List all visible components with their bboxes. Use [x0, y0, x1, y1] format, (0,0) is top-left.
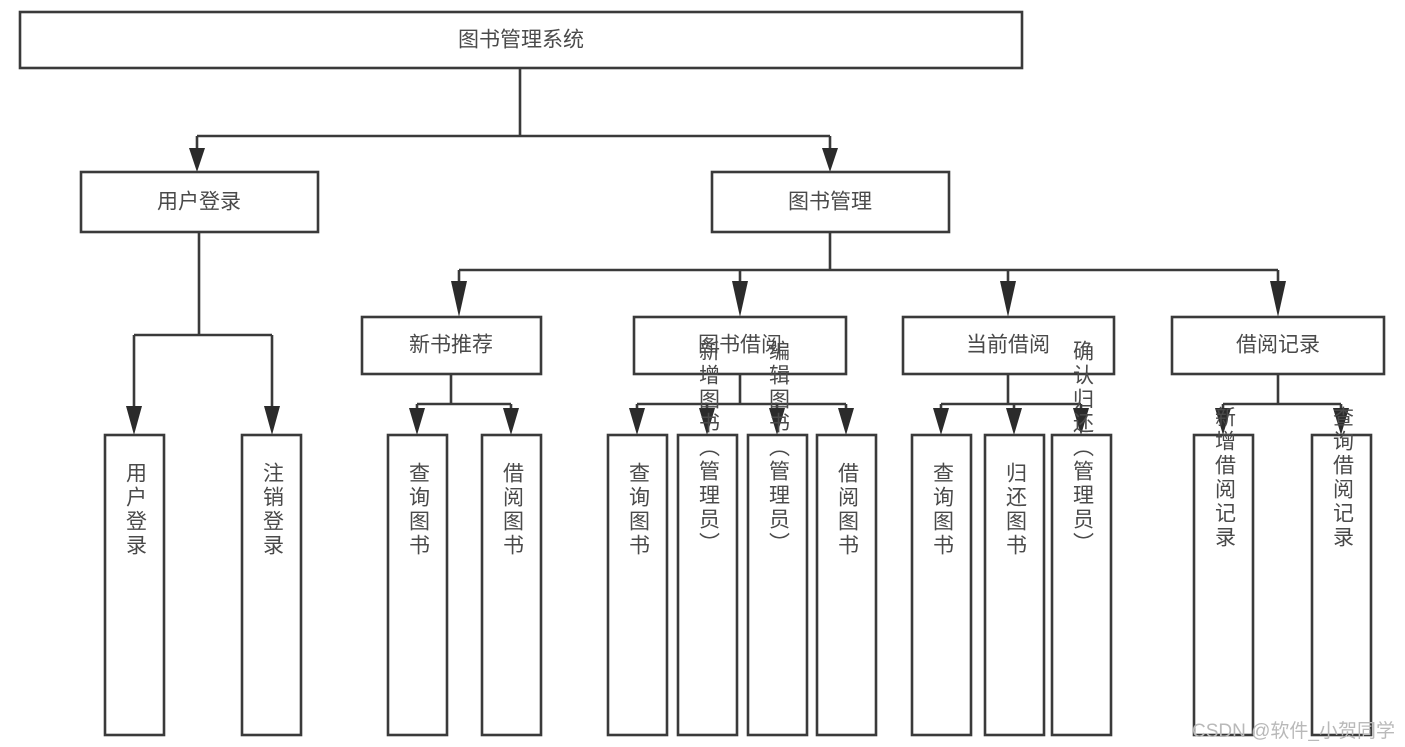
node-leaf-borrow-book-2-label: 借阅图书 [836, 462, 860, 558]
node-borrow-record[interactable]: 借阅记录 [1170, 315, 1386, 376]
node-leaf-query-record-box[interactable] [1310, 433, 1373, 737]
csdn-watermark: CSDN @软件_小贺同学 [1192, 721, 1395, 742]
node-book-borrow-label: 图书借阅 [698, 334, 782, 357]
node-book-management[interactable]: 图书管理 [710, 170, 951, 234]
node-leaf-confirm-return[interactable]: 确认归还（管理员） [1050, 340, 1113, 737]
node-leaf-query-book-3-label: 查询图书 [931, 462, 955, 558]
node-leaf-user-logout-label: 注销登录 [261, 462, 285, 558]
node-leaf-query-book-2-box[interactable] [606, 433, 669, 737]
node-leaf-query-book-1[interactable]: 查询图书 [386, 433, 449, 737]
node-new-book-recommend[interactable]: 新书推荐 [360, 315, 543, 376]
node-leaf-add-book[interactable]: 新增图书（管理员） [676, 340, 739, 737]
node-current-borrow-box[interactable] [901, 315, 1116, 376]
node-new-book-recommend-label: 新书推荐 [409, 334, 493, 357]
arrow-head-leaf-query-record [1333, 408, 1349, 435]
arrow-head-current-borrow [1000, 281, 1016, 317]
arrow-head-book-management [822, 148, 838, 172]
node-borrow-record-label: 借阅记录 [1236, 334, 1320, 357]
connector-layer [126, 68, 1349, 435]
node-leaf-borrow-book-2-box[interactable] [815, 433, 878, 737]
node-leaf-query-book-2-label: 查询图书 [627, 462, 651, 558]
node-leaf-user-login-box[interactable] [103, 433, 166, 737]
node-user-login-box[interactable] [79, 170, 320, 234]
arrow-head-leaf-borrow-book-2 [838, 408, 854, 435]
node-root[interactable]: 图书管理系统 [18, 10, 1024, 70]
node-leaf-query-book-1-label: 查询图书 [407, 462, 431, 558]
node-leaf-query-book-1-box[interactable] [386, 433, 449, 737]
node-book-borrow-box[interactable] [632, 315, 848, 376]
node-leaf-query-record[interactable]: 查询借阅记录 [1310, 406, 1373, 737]
node-leaf-edit-book-label: 编辑图书（管理员） [767, 340, 791, 556]
node-leaf-borrow-book-1-box[interactable] [480, 433, 543, 737]
node-root-box[interactable] [18, 10, 1024, 70]
node-leaf-edit-book-box[interactable] [746, 433, 809, 737]
node-leaf-borrow-book-2[interactable]: 借阅图书 [815, 433, 878, 737]
arrow-head-leaf-user-login [126, 406, 142, 435]
arrow-head-leaf-edit-book [769, 408, 785, 435]
arrow-head-leaf-query-book-1 [409, 408, 425, 435]
node-leaf-add-book-box[interactable] [676, 433, 739, 737]
node-book-management-label: 图书管理 [788, 191, 872, 214]
arrow-head-leaf-borrow-book-1 [503, 408, 519, 435]
node-leaf-add-book-label: 新增图书（管理员） [697, 340, 721, 556]
arrow-head-borrow-record [1270, 281, 1286, 317]
node-book-management-box[interactable] [710, 170, 951, 234]
arrow-head-leaf-user-logout [264, 406, 280, 435]
node-user-login[interactable]: 用户登录 [79, 170, 320, 234]
node-leaf-user-logout[interactable]: 注销登录 [240, 433, 303, 737]
arrow-head-leaf-confirm-return [1073, 408, 1089, 435]
node-current-borrow[interactable]: 当前借阅 [901, 315, 1116, 376]
node-leaf-query-book-3[interactable]: 查询图书 [910, 433, 973, 737]
node-leaf-confirm-return-label: 确认归还（管理员） [1071, 340, 1095, 556]
node-leaf-return-book[interactable]: 归还图书 [983, 433, 1046, 737]
arrow-head-leaf-add-book [699, 408, 715, 435]
node-borrow-record-box[interactable] [1170, 315, 1386, 376]
node-leaf-return-book-label: 归还图书 [1004, 462, 1028, 558]
node-leaf-borrow-book-1[interactable]: 借阅图书 [480, 433, 543, 737]
node-leaf-user-login-label: 用户登录 [124, 462, 148, 558]
arrow-head-book-borrow [732, 281, 748, 317]
node-book-borrow[interactable]: 图书借阅 [632, 315, 848, 376]
node-leaf-query-record-label: 查询借阅记录 [1331, 406, 1355, 550]
node-leaf-confirm-return-box[interactable] [1050, 433, 1113, 737]
node-leaf-add-record[interactable]: 新增借阅记录 [1192, 406, 1255, 737]
arrow-head-new-book-recommend [451, 281, 467, 317]
node-new-book-recommend-box[interactable] [360, 315, 543, 376]
arrow-head-leaf-query-book-3 [933, 408, 949, 435]
node-leaf-borrow-book-1-label: 借阅图书 [501, 462, 525, 558]
node-leaf-add-record-label: 新增借阅记录 [1213, 406, 1237, 550]
arrow-head-user-login [189, 148, 205, 172]
node-leaf-query-book-2[interactable]: 查询图书 [606, 433, 669, 737]
arrow-head-leaf-query-book-2 [629, 408, 645, 435]
node-leaf-return-book-box[interactable] [983, 433, 1046, 737]
arrow-head-leaf-add-record [1215, 408, 1231, 435]
arrow-head-leaf-return-book [1006, 408, 1022, 435]
node-leaf-add-record-box[interactable] [1192, 433, 1255, 737]
node-leaf-query-book-3-box[interactable] [910, 433, 973, 737]
node-leaf-user-logout-box[interactable] [240, 433, 303, 737]
node-current-borrow-label: 当前借阅 [966, 334, 1050, 357]
node-user-login-label: 用户登录 [157, 191, 241, 214]
node-leaf-edit-book[interactable]: 编辑图书（管理员） [746, 340, 809, 737]
node-leaf-user-login[interactable]: 用户登录 [103, 433, 166, 737]
node-root-label: 图书管理系统 [458, 29, 584, 52]
